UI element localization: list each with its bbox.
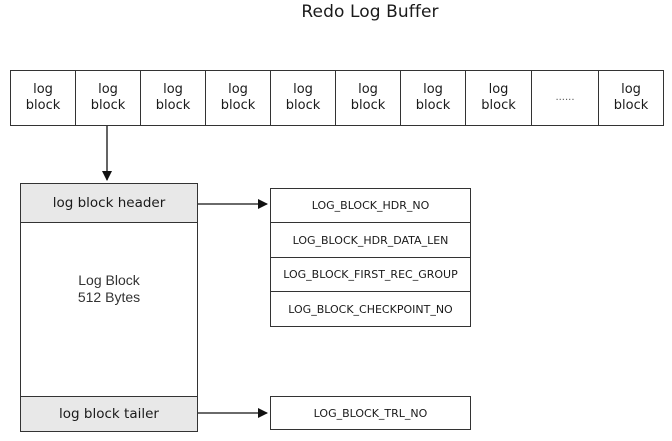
- tailer-field-label: LOG_BLOCK_TRL_NO: [313, 406, 428, 420]
- buffer-cell-word: block: [350, 98, 386, 113]
- header-field-label: LOG_BLOCK_FIRST_REC_GROUP: [283, 268, 458, 281]
- buffer-cell-word: log: [163, 82, 183, 97]
- header-field-label: LOG_BLOCK_HDR_NO: [311, 199, 430, 212]
- header-field-label: LOG_BLOCK_CHECKPOINT_NO: [288, 302, 453, 316]
- header-field-hdr-no: LOG_BLOCK_HDR_NO: [270, 188, 471, 223]
- buffer-cell-word: block: [415, 98, 451, 113]
- buffer-cell-word: log: [228, 82, 248, 97]
- buffer-cell-word: block: [220, 98, 256, 113]
- log-block-body: Log Block 512 Bytes: [20, 272, 198, 306]
- buffer-cell-word: block: [155, 98, 191, 113]
- buffer-cell-word: log: [293, 82, 313, 97]
- header-field-label: LOG_BLOCK_HDR_DATA_LEN: [292, 233, 449, 247]
- buffer-cell-word: log: [98, 82, 118, 97]
- buffer-ellipsis-text: ......: [555, 92, 575, 103]
- log-block-body-title: Log Block: [78, 272, 140, 288]
- buffer-cell-word: log: [423, 82, 443, 97]
- buffer-cell-word: block: [25, 98, 61, 113]
- buffer-cell-word: block: [481, 98, 516, 113]
- tailer-field-trl-no: LOG_BLOCK_TRL_NO: [270, 396, 471, 430]
- buffer-cell-word: block: [285, 98, 321, 113]
- buffer-cell-ellipsis: ......: [531, 70, 599, 126]
- buffer-cell-word: log: [621, 82, 641, 97]
- buffer-cell-word: log: [358, 82, 378, 97]
- buffer-cell-word: block: [613, 98, 649, 113]
- buffer-cell-word: log: [488, 82, 509, 97]
- log-block-tailer: log block tailer: [20, 396, 198, 432]
- header-field-checkpoint-no: LOG_BLOCK_CHECKPOINT_NO: [270, 291, 471, 327]
- log-block-tailer-label: log block tailer: [59, 406, 159, 422]
- header-field-first-rec-group: LOG_BLOCK_FIRST_REC_GROUP: [270, 257, 471, 292]
- log-block-body-size: 512 Bytes: [77, 289, 141, 305]
- log-block-header: log block header: [20, 183, 198, 223]
- buffer-cell-word: log: [33, 82, 53, 97]
- header-field-hdr-data-len: LOG_BLOCK_HDR_DATA_LEN: [270, 222, 471, 258]
- log-block-header-label: log block header: [52, 195, 166, 211]
- buffer-cell-word: block: [90, 98, 126, 113]
- diagram-title: Redo Log Buffer: [301, 2, 439, 22]
